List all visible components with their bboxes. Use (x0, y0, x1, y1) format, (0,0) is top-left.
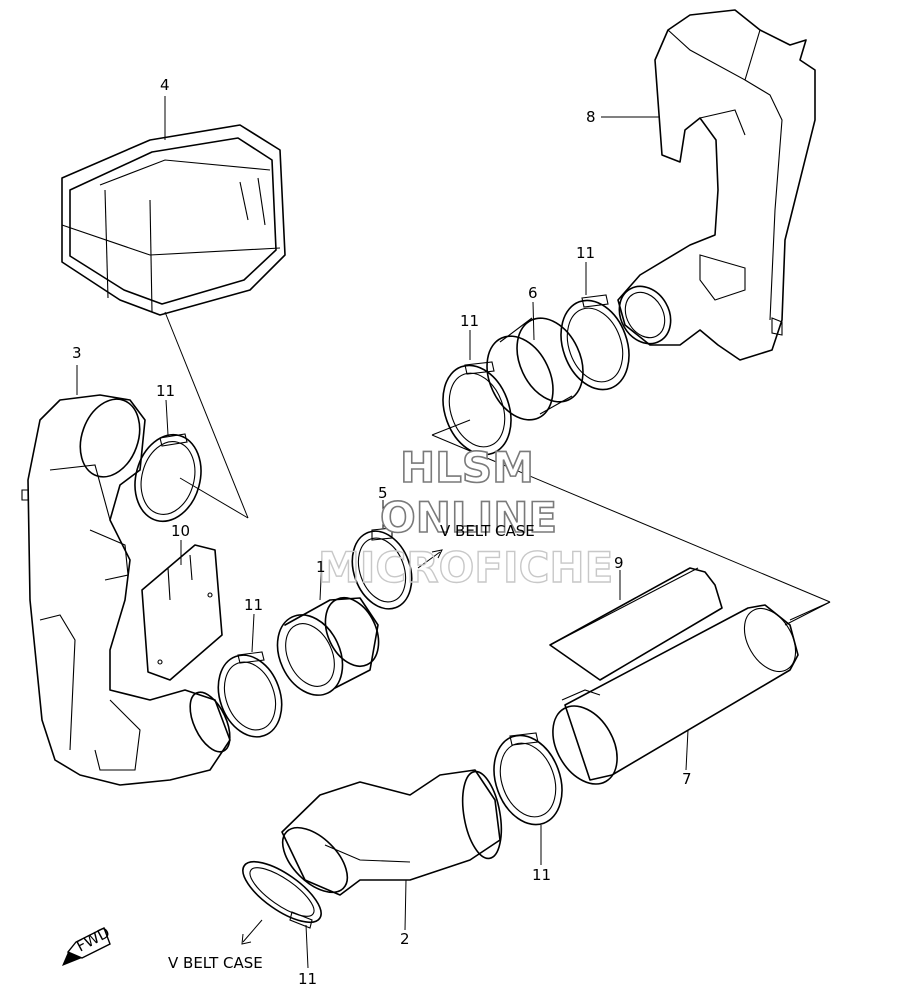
note-v-belt-case-lower: V BELT CASE (168, 954, 263, 972)
note-v-belt-case-upper: V BELT CASE (440, 522, 535, 540)
watermark: HLSM ONLINE MICROFICHE (317, 442, 614, 593)
callout-11-f: 11 (298, 970, 317, 988)
callout-6: 6 (528, 284, 538, 302)
part-9-shield (549, 567, 723, 681)
watermark-line-3: MICROFICHE (318, 543, 613, 592)
callout-11-a: 11 (156, 382, 175, 400)
callout-11-d: 11 (576, 244, 595, 262)
callout-8: 8 (586, 108, 596, 126)
clamp-near-part-7 (493, 732, 563, 826)
part-4-air-box-cover (61, 124, 286, 316)
watermark-line-2: ONLINE (380, 493, 557, 542)
part-5-clamp (351, 527, 413, 610)
callout-11-e: 11 (532, 866, 551, 884)
watermark-line-1: HLSM (400, 443, 534, 492)
clamp-near-part-1 (217, 651, 283, 738)
callout-9: 9 (614, 554, 624, 572)
part-8-intake-duct (617, 9, 816, 361)
leader-lines (76, 96, 831, 969)
notes: V BELT CASE V BELT CASE (168, 522, 535, 972)
part-10-pad (141, 544, 223, 681)
callout-7: 7 (682, 770, 692, 788)
callout-5: 5 (378, 484, 388, 502)
callout-3: 3 (72, 344, 82, 362)
callout-2: 2 (400, 930, 410, 948)
callout-4: 4 (160, 76, 170, 94)
callouts: 4 3 11 10 11 1 5 11 6 11 8 9 7 2 11 11 (72, 76, 692, 988)
clamp-bottom (242, 860, 322, 929)
clamp-near-part-3 (134, 433, 202, 523)
callout-1: 1 (316, 558, 326, 576)
part-1-boot (276, 597, 380, 696)
part-11-clamps (134, 294, 630, 929)
fwd-arrow-icon: FWD (62, 923, 113, 966)
clamp-near-part-6-left (442, 361, 512, 456)
callout-10: 10 (171, 522, 190, 540)
callout-11-b: 11 (244, 596, 263, 614)
clamp-near-part-6-right (560, 294, 630, 391)
part-3-duct (21, 394, 231, 786)
callout-11-c: 11 (460, 312, 479, 330)
part-6-coupling (486, 317, 584, 421)
part-2-lower-duct (281, 769, 503, 896)
part-7-tube (552, 604, 799, 785)
